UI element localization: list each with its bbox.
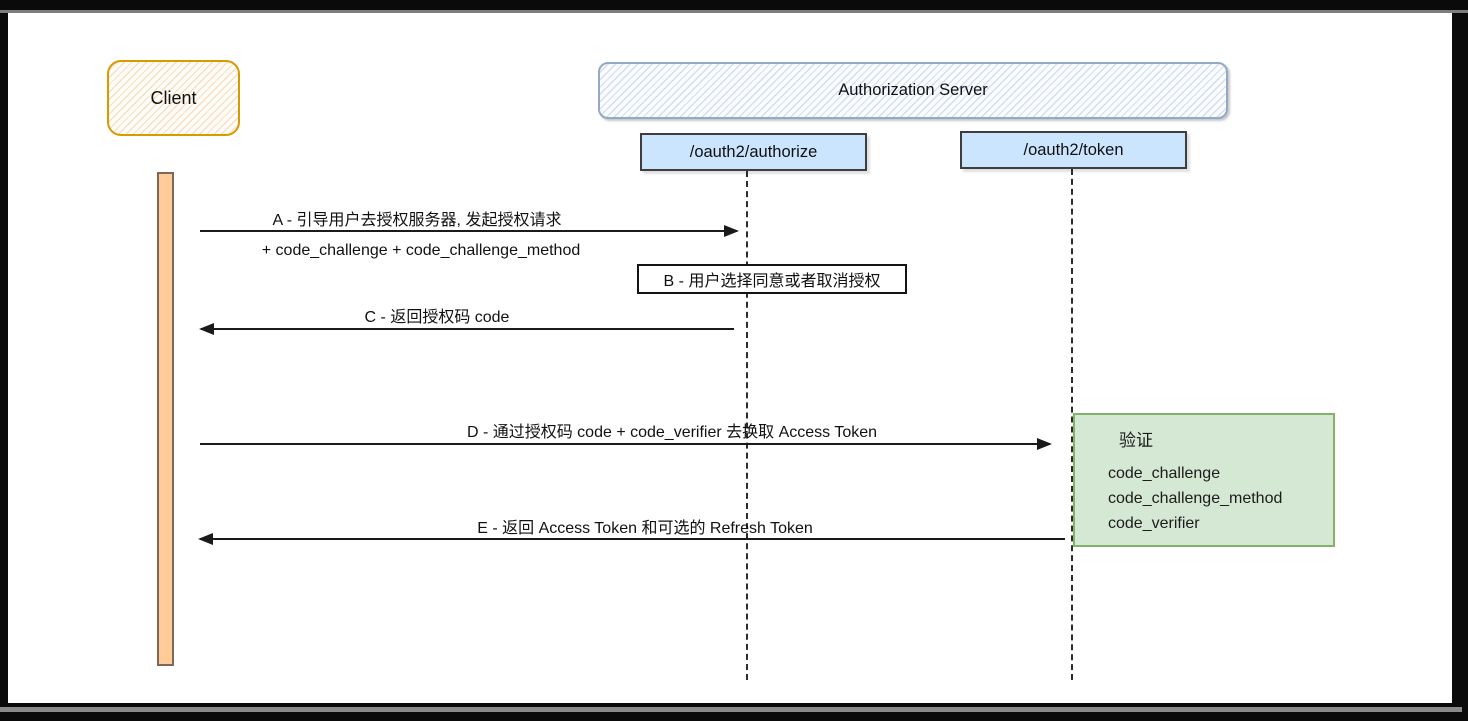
client-label: Client	[150, 87, 197, 108]
validation-item: code_challenge	[1108, 465, 1221, 482]
validation-item: code_challenge_method	[1108, 490, 1283, 507]
validation-items: code_challenge code_challenge_method cod…	[1108, 461, 1282, 536]
endpoint-authorize-box: /oauth2/authorize	[640, 133, 867, 171]
authorization-server-box: Authorization Server	[598, 62, 1228, 119]
arrowhead-left-icon	[198, 533, 213, 545]
diagram-canvas	[8, 13, 1452, 703]
message-d-label: D - 通过授权码 code + code_verifier 去换取 Acces…	[466, 424, 878, 441]
arrowhead-right-icon	[724, 225, 739, 237]
note-b-box: B - 用户选择同意或者取消授权	[637, 264, 907, 294]
endpoint-token-label: /oauth2/token	[1023, 140, 1124, 159]
validation-title: 验证	[1119, 431, 1153, 450]
message-a-label: A - 引导用户去授权服务器, 发起授权请求	[272, 212, 562, 229]
frame-top-bevel	[0, 10, 1468, 13]
arrowhead-right-icon	[1037, 438, 1052, 450]
validation-item: code_verifier	[1108, 515, 1200, 532]
lifeline-token	[1071, 169, 1073, 680]
arrowhead-left-icon	[199, 323, 214, 335]
frame-bottom-bevel	[0, 707, 1462, 712]
lifeline-authorize	[746, 171, 748, 680]
validation-note-box: 验证 code_challenge code_challenge_method …	[1073, 413, 1335, 547]
endpoint-authorize-label: /oauth2/authorize	[689, 142, 818, 161]
message-d-arrow	[200, 438, 1052, 450]
message-c-arrow	[199, 323, 734, 335]
message-a-arrow	[200, 225, 739, 237]
client-participant-box: Client	[107, 60, 240, 136]
endpoint-token-box: /oauth2/token	[960, 131, 1187, 169]
message-e-label: E - 返回 Access Token 和可选的 Refresh Token	[477, 520, 813, 537]
message-e-arrow	[198, 533, 1065, 545]
message-a-params-label: + code_challenge + code_challenge_method	[261, 242, 581, 259]
client-activation-bar	[157, 172, 174, 666]
message-c-label: C - 返回授权码 code	[364, 309, 510, 326]
authorization-server-label: Authorization Server	[838, 81, 988, 99]
note-b-label: B - 用户选择同意或者取消授权	[663, 273, 881, 290]
